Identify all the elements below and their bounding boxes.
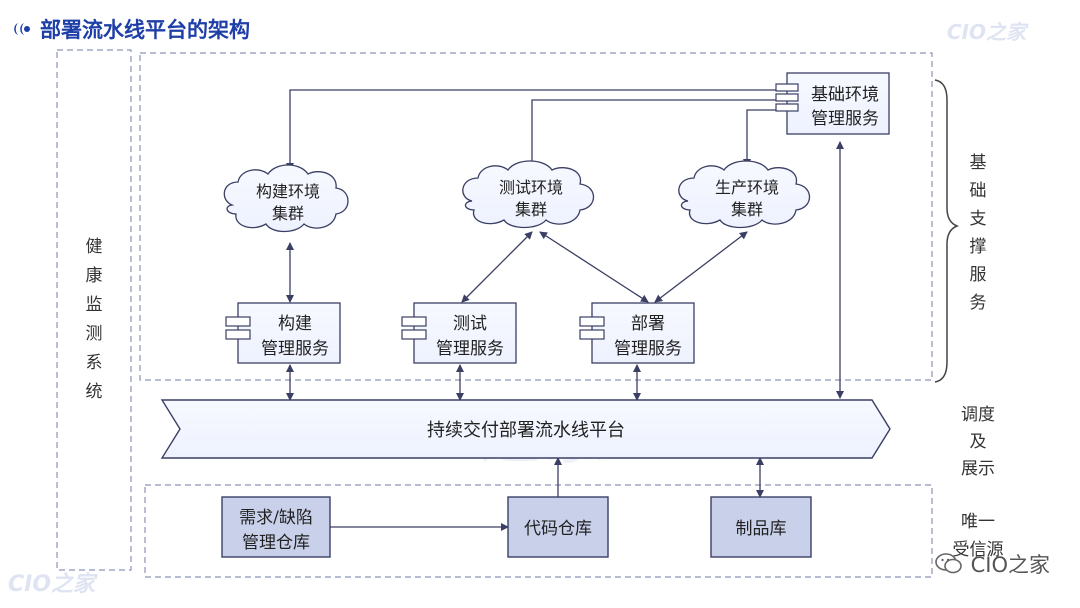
dispatch-line: 及 — [970, 432, 987, 452]
health-char: 健 — [86, 237, 103, 257]
component-port — [401, 329, 427, 340]
build-service-line2: 管理服务 — [261, 339, 329, 359]
deploy-service-line1: 部署 — [631, 314, 665, 334]
deploy-service-line2: 管理服务 — [614, 339, 682, 359]
test-service-line1: 测试 — [453, 314, 487, 334]
infra-to-test-line — [528, 99, 787, 169]
infra-char: 撑 — [970, 237, 987, 257]
build-service-line1: 构建 — [278, 314, 312, 334]
component-port — [579, 329, 605, 340]
source-line: 受信源 — [953, 540, 1004, 560]
build-cluster-cloud: 构建环境 集群 — [223, 164, 349, 233]
build-cluster-line2: 集群 — [272, 204, 304, 223]
brand-logo: CIO之家 — [946, 20, 1026, 44]
pipeline-label: 持续交付部署流水线平台 — [427, 420, 625, 441]
prod-cluster-line2: 集群 — [731, 200, 763, 219]
test-cluster-link — [461, 231, 533, 303]
build-cluster-line1: 构建环境 — [256, 182, 320, 201]
health-char: 系 — [86, 353, 103, 373]
infra-support-label: 基 础 支 撑 服 务 — [970, 153, 987, 313]
test-service-line2: 管理服务 — [436, 339, 504, 359]
dispatch-line: 调度 — [961, 405, 995, 425]
infra-to-build-line — [286, 89, 787, 171]
infra-brace — [934, 79, 960, 383]
pipeline-banner: 持续交付部署流水线平台 — [160, 399, 891, 459]
source-region — [144, 484, 933, 578]
infra-service-box: 基础环境 管理服务 — [775, 72, 890, 135]
test-cluster-cloud: 测试环境 集群 — [462, 160, 595, 229]
wechat-icon — [934, 553, 962, 574]
component-port — [775, 93, 799, 102]
health-char: 测 — [86, 324, 103, 344]
health-monitor-label: 健 康 监 测 系 统 — [86, 237, 103, 402]
prod-cluster-link — [654, 231, 748, 303]
dispatch-label: 调度 及 展示 — [961, 405, 995, 479]
requirements-line2: 管理仓库 — [242, 533, 310, 553]
infra-char: 基 — [970, 153, 987, 173]
artifact-repo-box: 制品库 — [710, 496, 812, 558]
requirements-repo-box: 需求/缺陷 管理仓库 — [221, 496, 331, 558]
code-repo-label: 代码仓库 — [524, 519, 592, 539]
connectors — [286, 89, 844, 531]
component-port — [225, 316, 251, 327]
health-monitor-box — [56, 49, 132, 571]
component-port — [775, 103, 799, 112]
page-title-text: 部署流水线平台的架构 — [40, 18, 250, 42]
source-label: 唯一 受信源 — [953, 512, 1004, 560]
prod-cluster-line1: 生产环境 — [715, 178, 779, 197]
wechat-name: CIO之家 — [970, 553, 1050, 577]
infra-service-line2: 管理服务 — [811, 109, 879, 129]
infra-char: 础 — [970, 181, 987, 201]
dispatch-line: 展示 — [961, 459, 995, 479]
code-repo-box: 代码仓库 — [507, 496, 609, 558]
test-cluster-line2: 集群 — [515, 200, 547, 219]
health-char: 康 — [86, 266, 103, 286]
infra-to-prod-line — [743, 109, 787, 167]
health-char: 统 — [86, 382, 103, 402]
requirements-line1: 需求/缺陷 — [239, 508, 313, 528]
component-port — [401, 316, 427, 327]
test-service-box: 测试 管理服务 — [401, 302, 517, 364]
deploy-service-box: 部署 管理服务 — [579, 302, 695, 364]
source-line: 唯一 — [961, 512, 995, 532]
build-service-box: 构建 管理服务 — [225, 302, 341, 364]
infra-service-line1: 基础环境 — [811, 85, 879, 105]
infra-char: 务 — [970, 293, 987, 313]
logo-icon — [14, 23, 30, 35]
component-port — [225, 329, 251, 340]
prod-cluster-cloud: 生产环境 集群 — [678, 160, 811, 229]
infra-char: 服 — [970, 265, 987, 285]
component-port — [579, 316, 605, 327]
test-cluster-line1: 测试环境 — [499, 178, 563, 197]
infra-char: 支 — [970, 209, 987, 229]
test-to-deploy-link — [539, 231, 649, 303]
component-port — [775, 83, 799, 92]
health-char: 监 — [86, 295, 103, 315]
artifact-repo-label: 制品库 — [736, 519, 787, 539]
infra-region — [139, 52, 933, 381]
page-title: 部署流水线平台的架构 — [12, 14, 250, 44]
wechat-account: CIO之家 — [934, 549, 1050, 579]
brand-logo-bottom: CIO之家 — [8, 572, 96, 597]
